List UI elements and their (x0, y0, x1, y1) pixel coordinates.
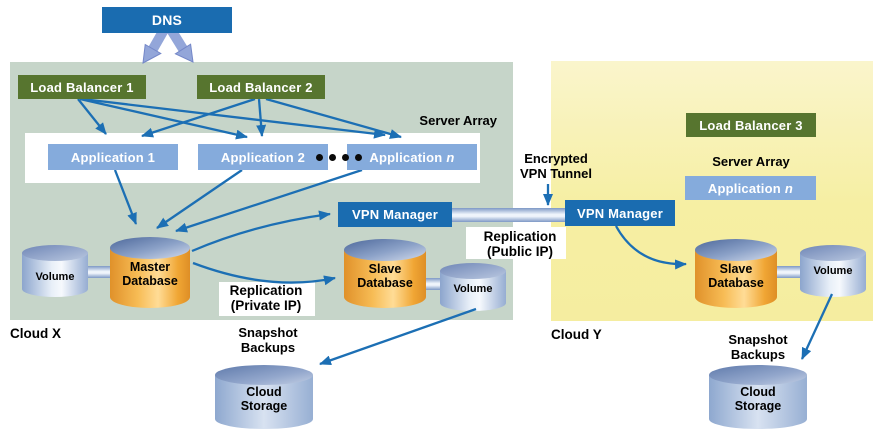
vpn-manager-y-box: VPN Manager (565, 200, 675, 226)
application-n-italic-y: n (784, 180, 794, 196)
arrow-app1-masterdb (113, 169, 138, 225)
replication-public-label: Replication (Public IP) (483, 229, 557, 260)
application-2-box: Application 2 (198, 144, 328, 170)
load-balancer-1-box: Load Balancer 1 (18, 75, 146, 99)
slave-volume-y-cylinder (800, 245, 866, 297)
application-n-label-x: Application (369, 149, 443, 165)
cloud-storage-right-cylinder (709, 365, 807, 429)
master-database-label: Master Database (122, 260, 178, 289)
load-balancer-2-box: Load Balancer 2 (197, 75, 325, 99)
cloud-storage-right-label: Cloud Storage (734, 385, 782, 414)
dot (316, 154, 323, 161)
application-2-label: Application 2 (220, 149, 306, 165)
slave-volume-connector-y (777, 266, 800, 278)
load-balancer-1-label: Load Balancer 1 (30, 79, 134, 95)
application-n-italic-x: n (446, 149, 455, 165)
arrow-lb1-app2 (79, 97, 248, 140)
arrow-volumey-cloudstorage (800, 293, 834, 360)
load-balancer-3-label: Load Balancer 3 (699, 117, 803, 133)
slave-volume-y-label: Volume (813, 265, 853, 277)
arrow-lb2-appn (265, 97, 402, 139)
cloud-y-label: Cloud Y (551, 327, 602, 342)
master-volume-label: Volume (35, 271, 75, 283)
cloud-storage-left-label: Cloud Storage (240, 385, 288, 414)
application-1-box: Application 1 (48, 144, 178, 170)
encrypted-vpn-tunnel-label: Encrypted VPN Tunnel (520, 151, 592, 181)
connection-arrows (77, 97, 834, 366)
dot (329, 154, 336, 161)
vpn-manager-x-label: VPN Manager (351, 207, 438, 222)
cloud-x-label: Cloud X (10, 326, 61, 341)
arrow-app2-masterdb (156, 169, 243, 229)
load-balancer-2-label: Load Balancer 2 (209, 79, 313, 95)
master-database-cylinder (110, 237, 190, 308)
arrow-lb1-appn (81, 97, 386, 139)
application-1-label: Application 1 (70, 149, 156, 165)
server-array-label-y: Server Array (712, 154, 790, 169)
replication-private-label: Replication (Private IP) (229, 283, 303, 314)
dns-split-arrow (142, 25, 194, 64)
vpn-manager-x-box: VPN Manager (338, 202, 452, 227)
slave-volume-connector-x (426, 278, 440, 290)
dot (355, 154, 362, 161)
replication-private-backdrop (219, 282, 315, 316)
arrow-lb1-app1 (77, 98, 107, 135)
application-n-label-y: Application (707, 180, 781, 196)
vpn-manager-y-label: VPN Manager (576, 205, 663, 221)
ellipsis-dots (316, 154, 362, 161)
replication-public-backdrop (466, 227, 566, 259)
arrow-masterdb-vpnx (191, 210, 331, 253)
vpn-tunnel-pipe (452, 208, 568, 222)
master-volume-cylinder (22, 245, 88, 297)
arrow-volumex-cloudstorage (319, 307, 477, 366)
cloud-storage-left-cylinder (215, 365, 313, 429)
load-balancer-3-box: Load Balancer 3 (686, 113, 816, 137)
server-array-label-x: Server Array (419, 113, 497, 128)
arrow-lb2-app2 (256, 98, 267, 137)
dns-label: DNS (151, 12, 183, 28)
slave-database-x-label: Slave Database (357, 262, 413, 291)
slave-volume-x-cylinder (440, 263, 506, 311)
arrow-masterdb-slavedbx (192, 261, 336, 286)
arrow-vpny-slavedby (614, 225, 687, 270)
master-volume-connector (88, 266, 110, 278)
arrow-appn-masterdb (175, 168, 363, 233)
slave-database-x-cylinder (344, 239, 426, 308)
slave-database-y-label: Slave Database (708, 262, 764, 291)
slave-database-y-cylinder (695, 239, 777, 308)
slave-volume-x-label: Volume (453, 283, 493, 295)
snapshot-backups-left-label: Snapshot Backups (238, 325, 298, 355)
dot (342, 154, 349, 161)
snapshot-backups-right-label: Snapshot Backups (728, 332, 788, 362)
dns-box: DNS (102, 7, 232, 33)
arrow-lb2-app1 (141, 97, 256, 138)
